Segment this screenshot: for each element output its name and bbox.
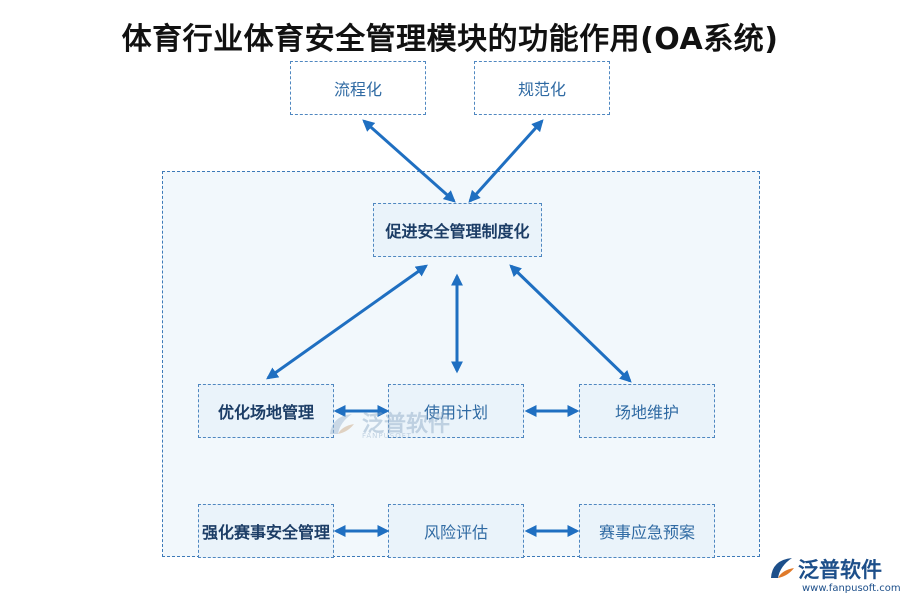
brand-url: www.fanpusoft.com: [802, 583, 900, 594]
brand-logo-icon: [771, 558, 794, 578]
arrow-process-center: [362, 119, 456, 203]
node-usage-plan: 使用计划: [388, 384, 524, 438]
node-event-safety: 强化赛事安全管理: [198, 504, 334, 558]
watermark: 泛普软件 FANPUSOFT: [326, 404, 456, 444]
arrow-standardize-center: [468, 119, 544, 203]
watermark-text: 泛普软件: [362, 412, 451, 437]
brand-logo: 泛普软件 www.fanpusoft.com: [768, 552, 900, 598]
brand-name: 泛普软件: [798, 558, 882, 582]
node-risk-assessment: 风险评估: [388, 504, 524, 558]
arrow-center-maintenance: [509, 264, 632, 383]
node-emergency-plan: 赛事应急预案: [579, 504, 715, 558]
arrow-center-venue: [266, 264, 428, 380]
diagram-title: 体育行业体育安全管理模块的功能作用(OA系统): [121, 22, 779, 57]
node-venue-maintenance: 场地维护: [579, 384, 715, 438]
node-safety-system: 促进安全管理制度化: [373, 203, 542, 257]
watermark-sub: FANPUSOFT: [362, 432, 412, 440]
node-process: 流程化: [290, 61, 426, 115]
node-standardize: 规范化: [474, 61, 610, 115]
watermark-logo-icon: [330, 414, 354, 434]
node-venue-management: 优化场地管理: [198, 384, 334, 438]
